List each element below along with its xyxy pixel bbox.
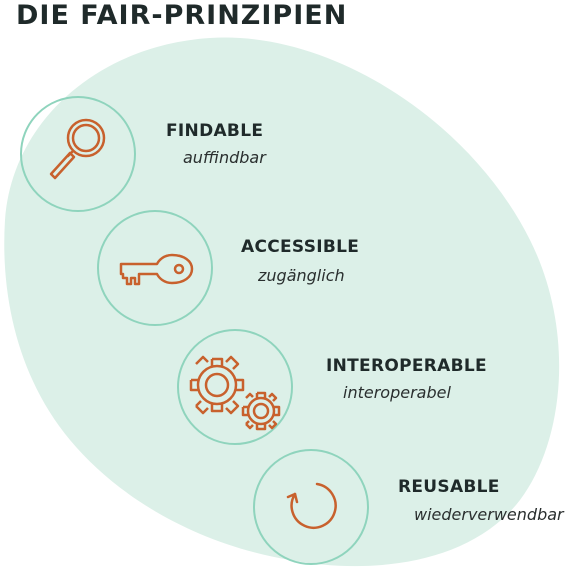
gears-icon [189,355,281,431]
reusable-circle [253,449,369,565]
magnifier-icon [49,118,106,180]
key-icon [119,253,194,286]
reusable-sub: wiederverwendbar [414,505,564,524]
accessible-label: ACCESSIBLE [241,237,360,257]
refresh-icon [286,482,337,529]
findable-label: FINDABLE [166,121,264,141]
accessible-circle [97,210,213,326]
reusable-label: REUSABLE [398,477,500,497]
interoperable-circle [177,329,293,445]
interoperable-label: INTEROPERABLE [326,356,487,376]
page-title: DIE FAIR-PRINZIPIEN [16,0,348,31]
interoperable-sub: interoperabel [343,383,451,402]
findable-sub: auffindbar [183,148,266,167]
accessible-sub: zugänglich [258,266,345,285]
findable-circle [20,96,136,212]
